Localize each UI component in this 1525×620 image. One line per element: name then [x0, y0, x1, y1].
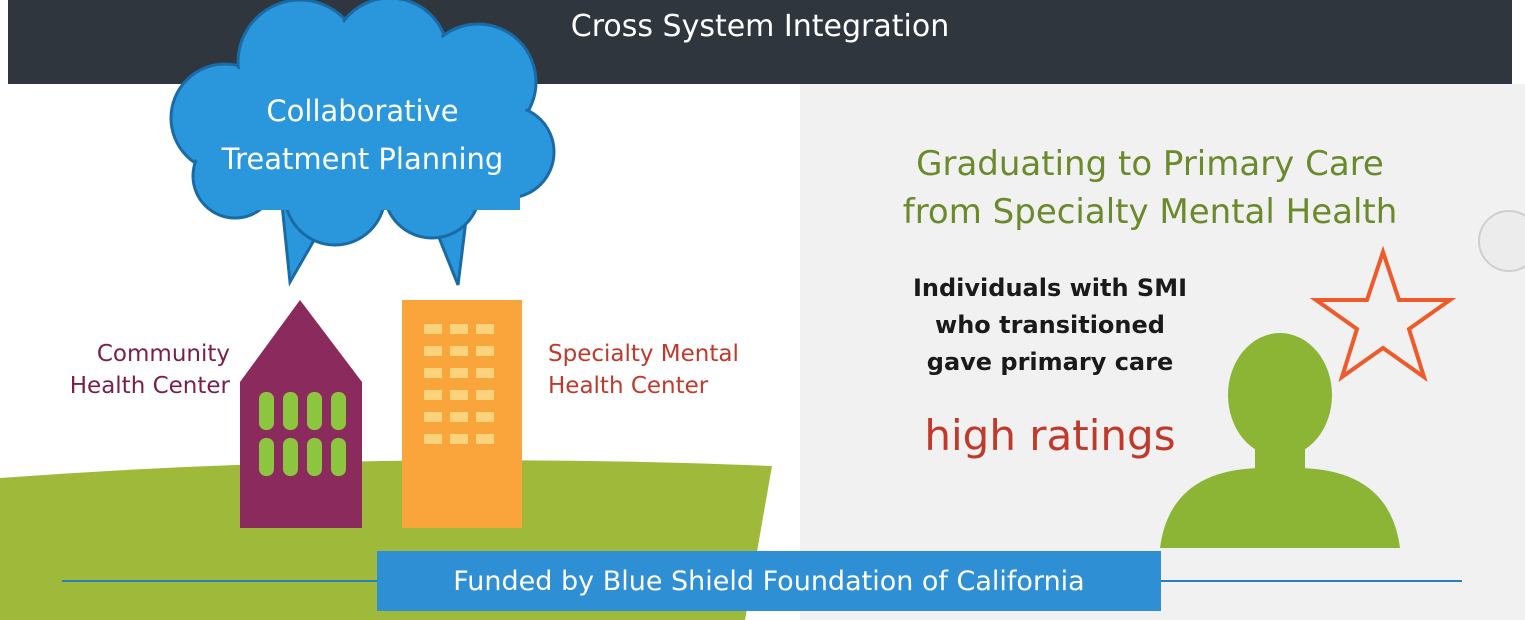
community-label-line-1: Community	[96, 341, 230, 367]
cloud-text-line-1: Collaborative	[266, 94, 459, 128]
cloud-text-line-2: Treatment Planning	[221, 142, 504, 176]
stat-line-2: who transitioned	[935, 311, 1165, 339]
stat-line-1: Individuals with SMI	[912, 274, 1188, 302]
cloud-icon	[169, 0, 556, 287]
specialty-mental-health-center-label: Specialty Mental Health Center	[548, 338, 788, 402]
community-label-line-2: Health Center	[69, 373, 230, 399]
specialty-label-line-1: Specialty Mental	[548, 341, 739, 367]
right-title-line-2: from Specialty Mental Health	[902, 192, 1398, 232]
stat-description: Individuals with SMI who transitioned ga…	[880, 270, 1220, 381]
building-icon	[240, 300, 362, 528]
specialty-building-windows	[424, 324, 494, 444]
specialty-label-line-2: Health Center	[548, 373, 709, 399]
star-icon	[1309, 245, 1457, 383]
funded-by-banner: Funded by Blue Shield Foundation of Cali…	[377, 551, 1161, 611]
right-panel-title: Graduating to Primary Care from Specialt…	[860, 140, 1440, 236]
community-health-center-label: Community Health Center	[40, 338, 230, 402]
stat-line-3: gave primary care	[926, 348, 1174, 376]
stat-highlight: high ratings	[924, 411, 1176, 460]
building-icon	[402, 300, 522, 528]
right-title-line-1: Graduating to Primary Care	[916, 144, 1384, 184]
right-panel-background	[800, 84, 1525, 620]
page-title: Cross System Integration	[570, 8, 950, 44]
person-icon	[1160, 333, 1400, 548]
edge-tab-circle	[1478, 210, 1525, 272]
community-building-windows	[259, 392, 346, 476]
